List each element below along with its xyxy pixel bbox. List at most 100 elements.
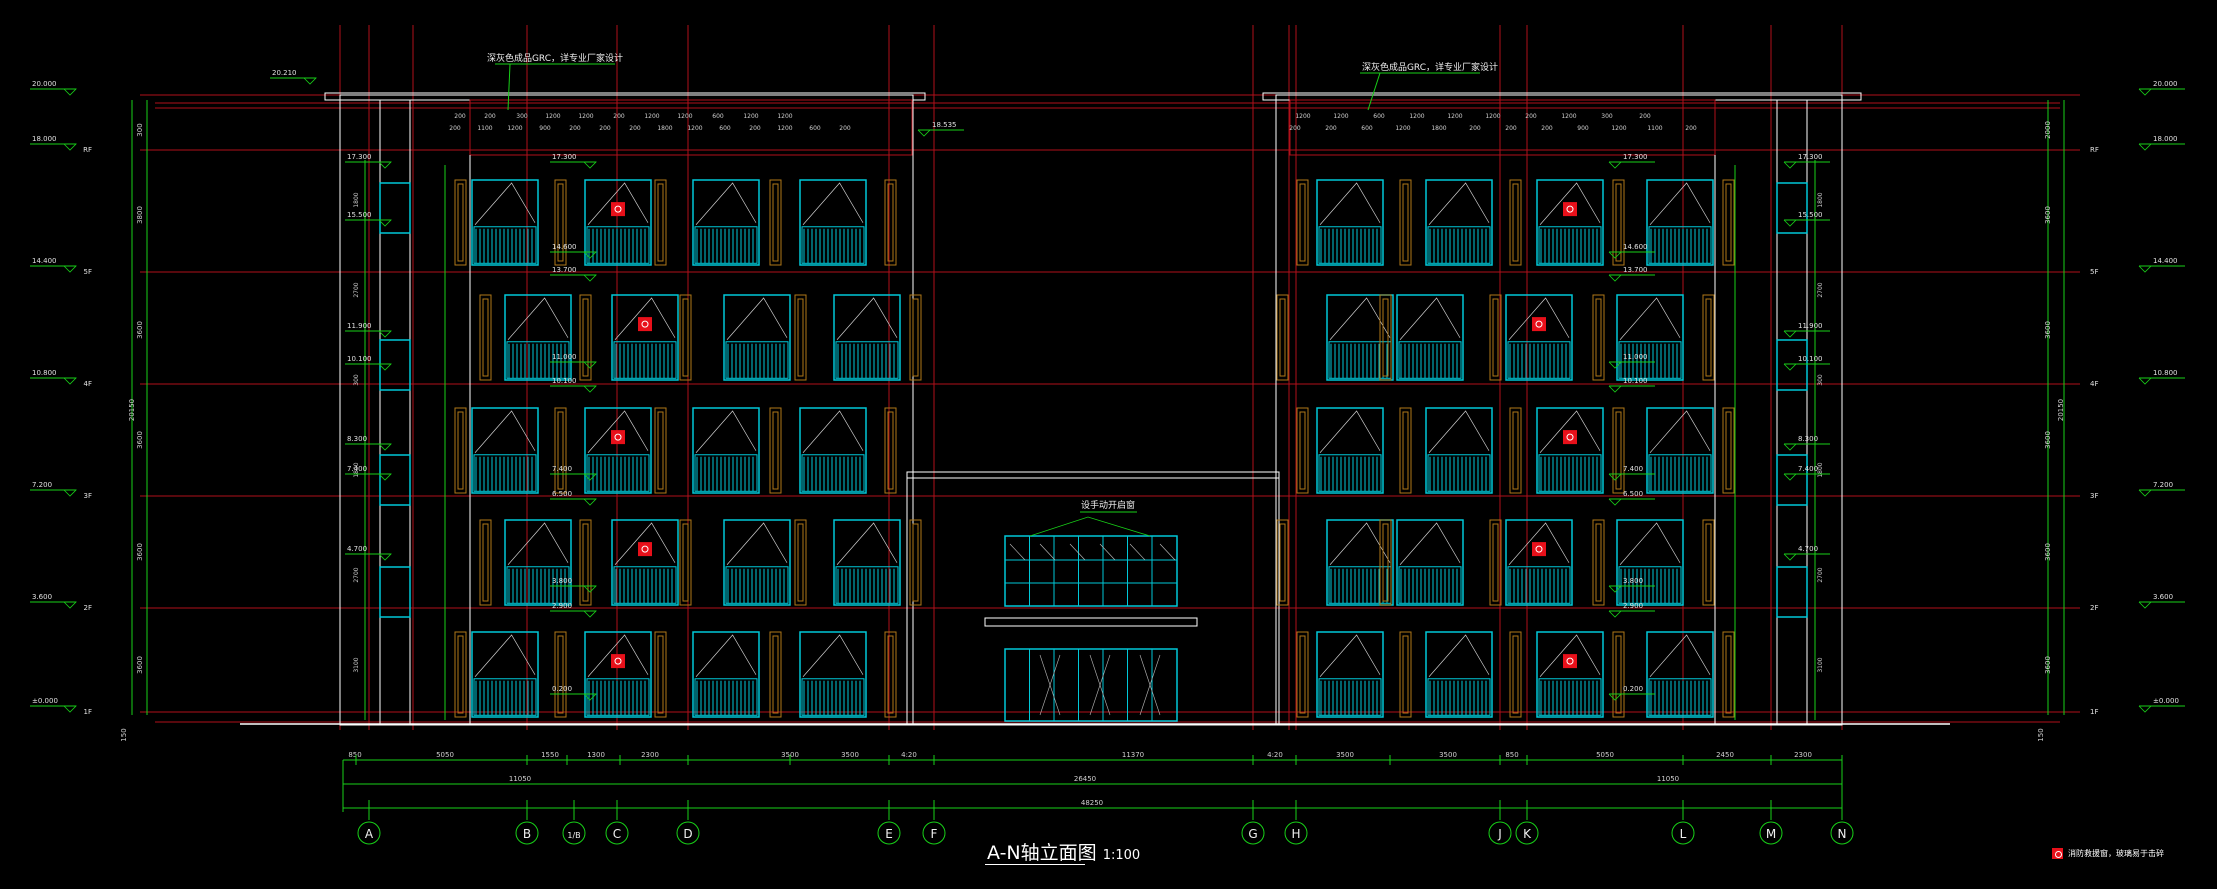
louver-panel [1399,631,1412,718]
dim-text: 2300 [641,751,659,759]
louver-panel [1276,294,1289,381]
axis-bubble [562,821,586,845]
louver-inner [797,298,804,377]
parapet-dim: 200 [1541,125,1553,132]
dim-text: 4:20 [901,751,917,759]
louver-panel [479,519,492,606]
floor-text: 3F [2090,492,2098,500]
parapet-dim: 1200 [507,125,522,132]
open-mark [1069,543,1086,561]
level-text: 2.900 [1623,602,1643,610]
level-symbol [1608,161,1622,169]
louver-panel [884,631,897,718]
axis-bubble [1284,821,1308,845]
title-underline [985,864,1085,865]
stair-window [1776,182,1808,234]
window-open-line [1539,182,1601,225]
balcony-rail [694,678,758,716]
window-open-line [802,182,864,225]
stair-dim: 1800 [1817,192,1824,207]
parapet-dim: 200 [613,113,625,120]
level-symbol [2138,705,2152,713]
dim-text: 11370 [1122,751,1144,759]
balcony-rail [506,341,570,379]
louver-inner [1705,298,1712,377]
open-mark [1129,543,1146,561]
window-frame [1536,179,1604,266]
level-text: 20.210 [272,69,297,77]
parapet-dim: 1200 [1395,125,1410,132]
louver-panel [1722,407,1735,494]
parapet-dim: 200 [1469,125,1481,132]
louver-inner [772,635,779,714]
level-text: 17.300 [1623,153,1648,161]
level-text: 10.800 [2153,369,2178,377]
louver-inner [457,183,464,262]
balcony-rail [835,341,899,379]
axis-bubble [515,821,539,845]
louver-panel [1296,631,1309,718]
stair-dim: 2700 [1817,282,1824,297]
window-open-line [1508,522,1570,565]
parapet-dim: 600 [809,125,821,132]
louver-panel [454,407,467,494]
stair-dim: 300 [353,374,360,386]
stair-dim: 3100 [1817,657,1824,672]
window-frame [833,294,901,381]
window-open-line [1319,410,1381,453]
louver-panel [554,407,567,494]
louver-inner [1402,183,1409,262]
level-text: 11.900 [1798,322,1823,330]
dim-text: 3500 [841,751,859,759]
dim-text: 1550 [541,751,559,759]
axis-letter: N [1838,827,1847,841]
parapet-dim: 1100 [477,125,492,132]
louver-panel [769,407,782,494]
vdim-text: 20150 [2057,399,2065,421]
parapet-dim: 200 [839,125,851,132]
fire-rescue-window-icon [1563,654,1577,669]
louver-panel [554,179,567,266]
leader [507,63,511,111]
axis-letter: G [1248,827,1257,841]
parapet-dim: 600 [712,113,724,120]
balcony-rail [725,341,789,379]
fire-rescue-window-icon [1532,317,1546,332]
window-frame [833,519,901,606]
stair-window [1776,566,1808,618]
louver-panel [1612,631,1625,718]
louver-inner [887,635,894,714]
louver-panel [579,519,592,606]
louver-panel [1612,407,1625,494]
axis-letter: A [365,827,374,841]
dim-text: 3500 [1439,751,1457,759]
louver-inner [682,523,689,602]
window-open-line [1329,522,1391,565]
louver-panel [1722,179,1735,266]
fire-rescue-window-icon [638,542,652,557]
level-symbol [63,143,77,151]
floor-text: 2F [84,604,92,612]
balcony-rail [473,454,537,492]
louver-inner [912,298,919,377]
level-text: 13.700 [1623,266,1648,274]
window-frame [1316,631,1384,718]
louver-panel [454,179,467,266]
level-symbol [63,601,77,609]
parapet-dim: 1800 [657,125,672,132]
louver-inner [657,183,664,262]
level-text: 3.800 [1623,577,1643,585]
entrance-note: 设手动开启窗 [1081,499,1135,511]
louver-inner [1512,411,1519,490]
balcony-rail [801,226,865,264]
louver-inner [1299,183,1306,262]
stair-dim: 1800 [353,192,360,207]
louver-inner [1492,523,1499,602]
level-symbol [583,693,597,701]
vdim-text: 3600 [2044,543,2052,561]
window-open-line [802,634,864,677]
louver-panel [1702,519,1715,606]
level-text: 14.400 [2153,257,2178,265]
